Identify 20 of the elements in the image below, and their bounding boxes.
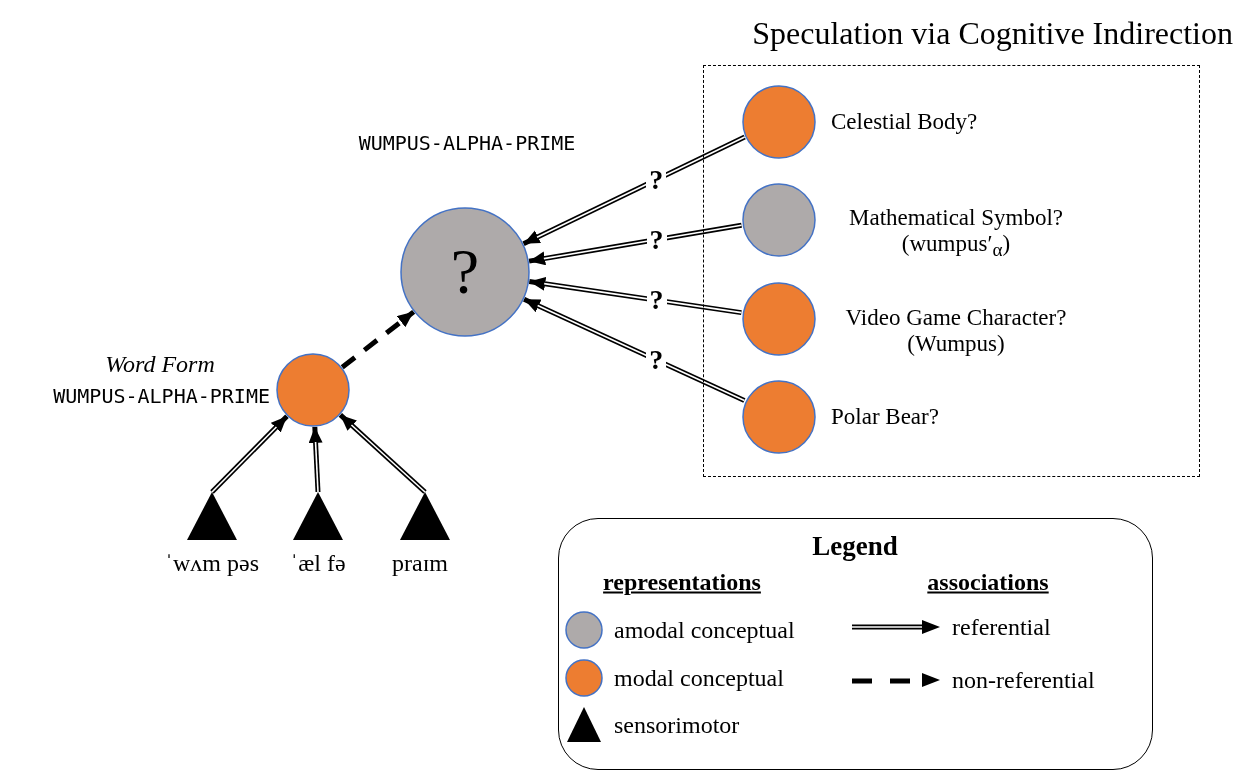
- node-caption: Celestial Body?: [831, 109, 978, 135]
- legend-heading: representations: [603, 568, 761, 596]
- legend-text: sensorimotor: [614, 711, 740, 739]
- group-title: Speculation via Cognitive Indirection: [752, 14, 1233, 52]
- legend-text: non-referential: [952, 666, 1095, 694]
- legend-text: referential: [952, 613, 1051, 641]
- node-caption: ˈæl fə: [290, 549, 346, 577]
- node-caption: ˈwʌm pəs: [165, 549, 259, 577]
- legend-text: amodal conceptual: [614, 616, 795, 644]
- legend-text: modal conceptual: [614, 664, 784, 692]
- node-caption: praɪm: [392, 549, 448, 577]
- node-caption: WUMPUS-ALPHA-PRIME: [53, 384, 270, 408]
- legend-heading: associations: [927, 568, 1049, 596]
- node-caption: Video Game Character? (Wumpus): [844, 305, 1068, 357]
- node-caption: Polar Bear?: [831, 404, 939, 430]
- legend-title: Legend: [812, 530, 898, 562]
- node-caption: Mathematical Symbol? (wumpus′$_{α}$): [848, 204, 1064, 262]
- node-text: ?: [450, 235, 480, 309]
- node-caption: Word Form: [105, 350, 215, 378]
- node-caption: WUMPUS-ALPHA-PRIME: [358, 131, 576, 155]
